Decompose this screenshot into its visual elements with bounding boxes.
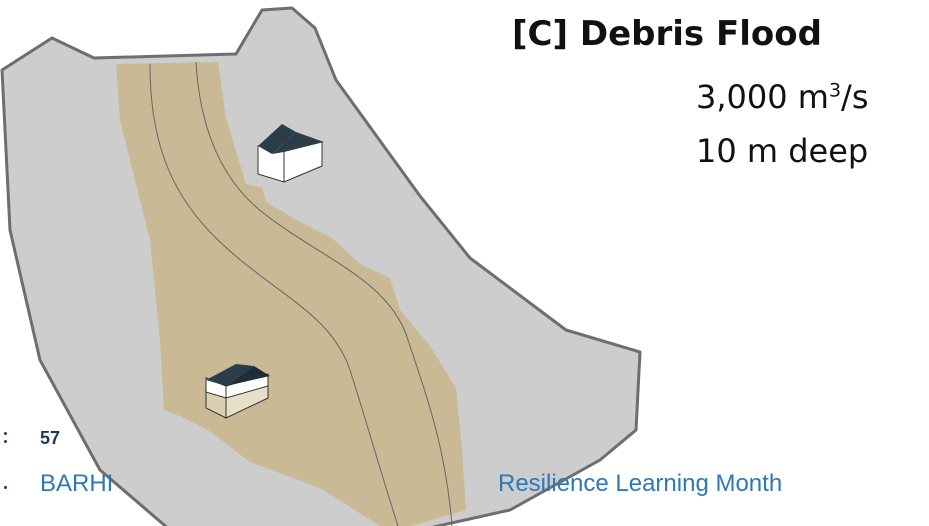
flood-depth: 10 m deep	[696, 132, 869, 170]
house-lower-icon	[205, 364, 270, 419]
bullet-dot	[4, 432, 7, 435]
page-number: 57	[40, 428, 61, 448]
footer-event: Resilience Learning Month	[498, 470, 783, 497]
discharge-unit: /s	[841, 78, 869, 116]
discharge-value: 3,000 m3/s	[696, 78, 869, 116]
channel-line-right	[195, 61, 453, 526]
scenario-title: [C] Debris Flood	[512, 14, 822, 54]
bullet-dot	[4, 440, 7, 443]
discharge-number: 3,000 m	[696, 78, 829, 116]
bullet-dot	[4, 486, 7, 489]
house-upper-icon	[257, 124, 324, 183]
flood-channel	[116, 62, 466, 526]
footer-org: BARHI	[40, 470, 114, 497]
channel-line-left	[149, 63, 399, 526]
discharge-exponent: 3	[828, 79, 842, 102]
